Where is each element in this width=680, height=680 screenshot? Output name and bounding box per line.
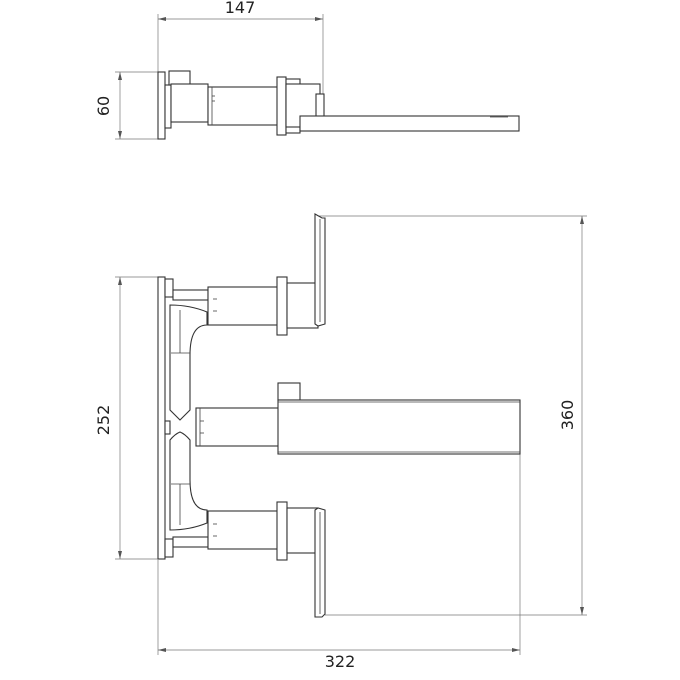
front-view: 252 360 322	[94, 213, 587, 671]
lower-valve	[207, 501, 326, 618]
upper-valve	[207, 213, 326, 336]
dimension-60-label: 60	[94, 96, 113, 116]
dimension-322-label: 322	[325, 652, 356, 671]
dimension-360-label: 360	[558, 400, 577, 431]
dimension-252-label: 252	[94, 405, 113, 436]
dimension-147-label: 147	[225, 0, 256, 17]
spout	[195, 382, 521, 455]
wall-plate	[157, 276, 166, 560]
top-view: 147 60	[94, 0, 520, 140]
